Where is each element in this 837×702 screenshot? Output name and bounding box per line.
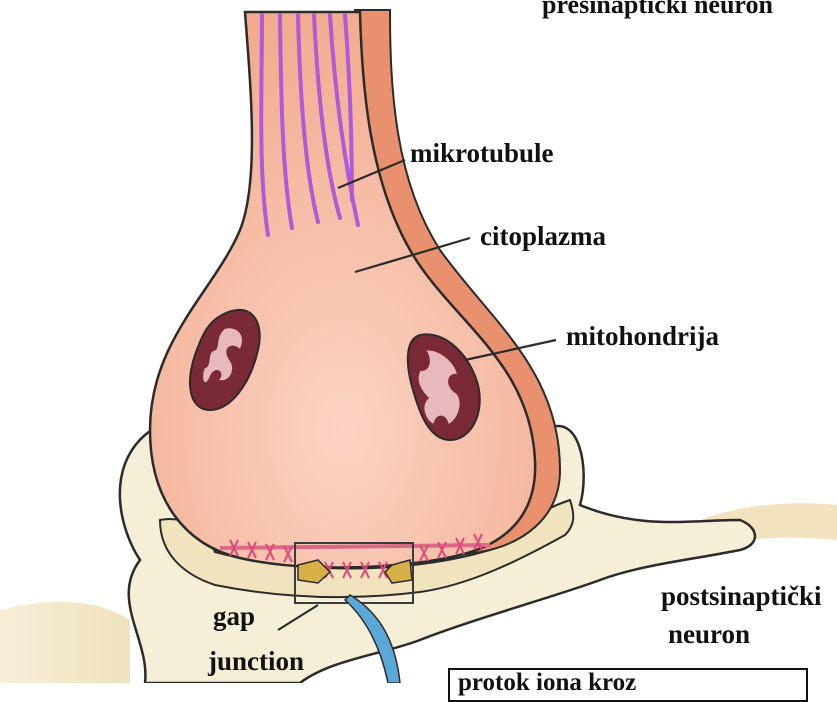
presynaptic-label: presinaptički neuron: [542, 0, 773, 18]
gap-junction-label-2: junction: [208, 648, 304, 675]
mitochondria-label: mitohondrija: [566, 323, 719, 350]
presynaptic-terminal: [150, 12, 535, 567]
gap-junction-label: gap: [213, 603, 255, 630]
postsynaptic-label-2: neuron: [668, 621, 750, 648]
cytoplasm-label: citoplazma: [480, 223, 606, 250]
postsynaptic-label: postsinaptički: [661, 583, 822, 610]
left-tan-edge: [0, 602, 130, 683]
microtubules-label: mikrotubule: [410, 140, 554, 167]
